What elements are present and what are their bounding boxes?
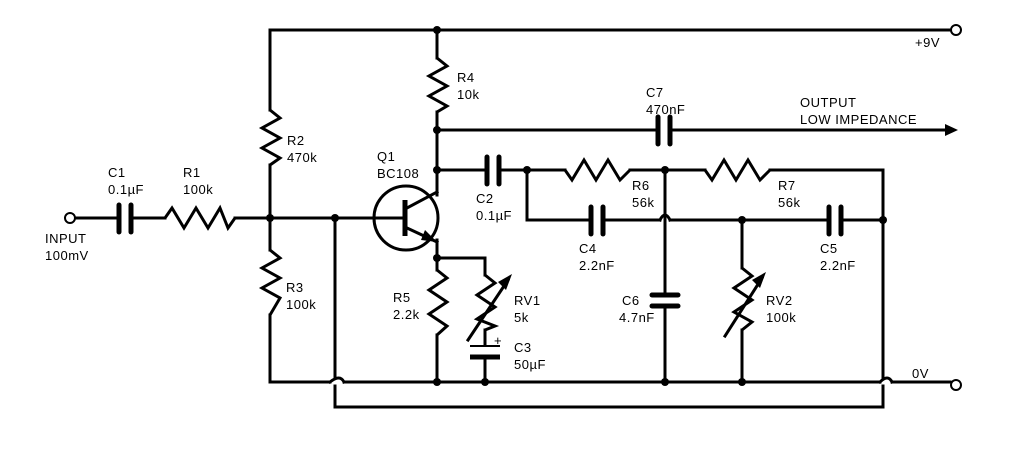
input-label: INPUT (45, 231, 87, 246)
junction-dot (433, 126, 441, 134)
ground-terminal[interactable] (950, 379, 962, 391)
junction-dot (523, 166, 531, 174)
resistor-r3 (258, 248, 284, 316)
resistor-r6 (563, 157, 632, 183)
r2-value: 470k (287, 150, 317, 165)
wire-r3-bottom (268, 313, 332, 384)
junction-dot (266, 214, 274, 222)
wire-feedback-bottom (333, 384, 885, 409)
r6-value: 56k (632, 195, 654, 210)
r5-ref: R5 (393, 290, 411, 305)
junction-dot (481, 378, 489, 386)
junction-dot (661, 378, 669, 386)
supply-terminal[interactable] (950, 24, 962, 36)
capacitor-c5 (826, 204, 844, 237)
r3-ref: R3 (286, 280, 304, 295)
resistor-r2 (258, 108, 284, 167)
r2-ref: R2 (287, 133, 305, 148)
rv1-ref: RV1 (514, 293, 541, 308)
c3-value: 50µF (514, 357, 546, 372)
junction-dot (738, 378, 746, 386)
junction-dot (433, 378, 441, 386)
r3-value: 100k (286, 297, 316, 312)
capacitor-c2 (484, 154, 502, 187)
potentiometer-rv1 (465, 273, 512, 343)
c2-value: 0.1µF (476, 208, 512, 223)
transistor-q1 (372, 184, 440, 252)
capacitor-c4 (588, 204, 606, 237)
r4-value: 10k (457, 87, 479, 102)
wire-rv1-top (435, 256, 487, 277)
c3-ref: C3 (514, 340, 532, 355)
junction-dot (331, 214, 339, 222)
q1-ref: Q1 (377, 149, 395, 164)
c7-ref: C7 (646, 85, 664, 100)
c5-value: 2.2nF (820, 258, 856, 273)
capacitor-c7 (655, 114, 673, 147)
capacitor-c3 (470, 345, 500, 360)
junction-dot (879, 216, 887, 224)
r1-value: 100k (183, 182, 213, 197)
resistor-r7 (703, 157, 772, 183)
input-terminal[interactable] (64, 212, 76, 224)
junction-dot (433, 26, 441, 34)
capacitor-c1 (116, 202, 134, 235)
c6-ref: C6 (622, 293, 640, 308)
ground-label: 0V (912, 366, 929, 381)
r1-ref: R1 (183, 165, 201, 180)
r5-value: 2.2k (393, 307, 420, 322)
capacitor-c6 (649, 292, 681, 309)
c2-ref: C2 (476, 191, 494, 206)
c5-ref: C5 (820, 241, 838, 256)
r6-ref: R6 (632, 178, 650, 193)
input-value: 100mV (45, 248, 89, 263)
r4-ref: R4 (457, 70, 475, 85)
junction-dot (738, 216, 746, 224)
c1-ref: C1 (108, 165, 126, 180)
junction-dot (661, 166, 669, 174)
output-label-1: OUTPUT (800, 95, 856, 110)
junction-dot (433, 254, 441, 262)
junction-dot (433, 166, 441, 174)
c7-value: 470nF (646, 102, 685, 117)
c4-ref: C4 (579, 241, 597, 256)
resistor-r1 (163, 204, 237, 232)
c4-value: 2.2nF (579, 258, 615, 273)
r7-ref: R7 (778, 178, 796, 193)
rv2-ref: RV2 (766, 293, 793, 308)
output-label-2: LOW IMPEDANCE (800, 112, 917, 127)
supply-label: +9V (915, 35, 940, 50)
resistor-r4 (425, 56, 451, 114)
r7-value: 56k (778, 195, 800, 210)
q1-value: BC108 (377, 166, 419, 181)
wire-c4-left (525, 168, 592, 222)
output-arrow (945, 124, 958, 136)
wire-hop-left (327, 376, 347, 385)
potentiometer-rv2 (722, 266, 766, 339)
c1-value: 0.1µF (108, 182, 144, 197)
resistor-r5 (426, 268, 450, 337)
rv2-value: 100k (766, 310, 796, 325)
c3-polarity: + (494, 333, 502, 348)
c6-value: 4.7nF (619, 310, 655, 325)
rv1-value: 5k (514, 310, 529, 325)
